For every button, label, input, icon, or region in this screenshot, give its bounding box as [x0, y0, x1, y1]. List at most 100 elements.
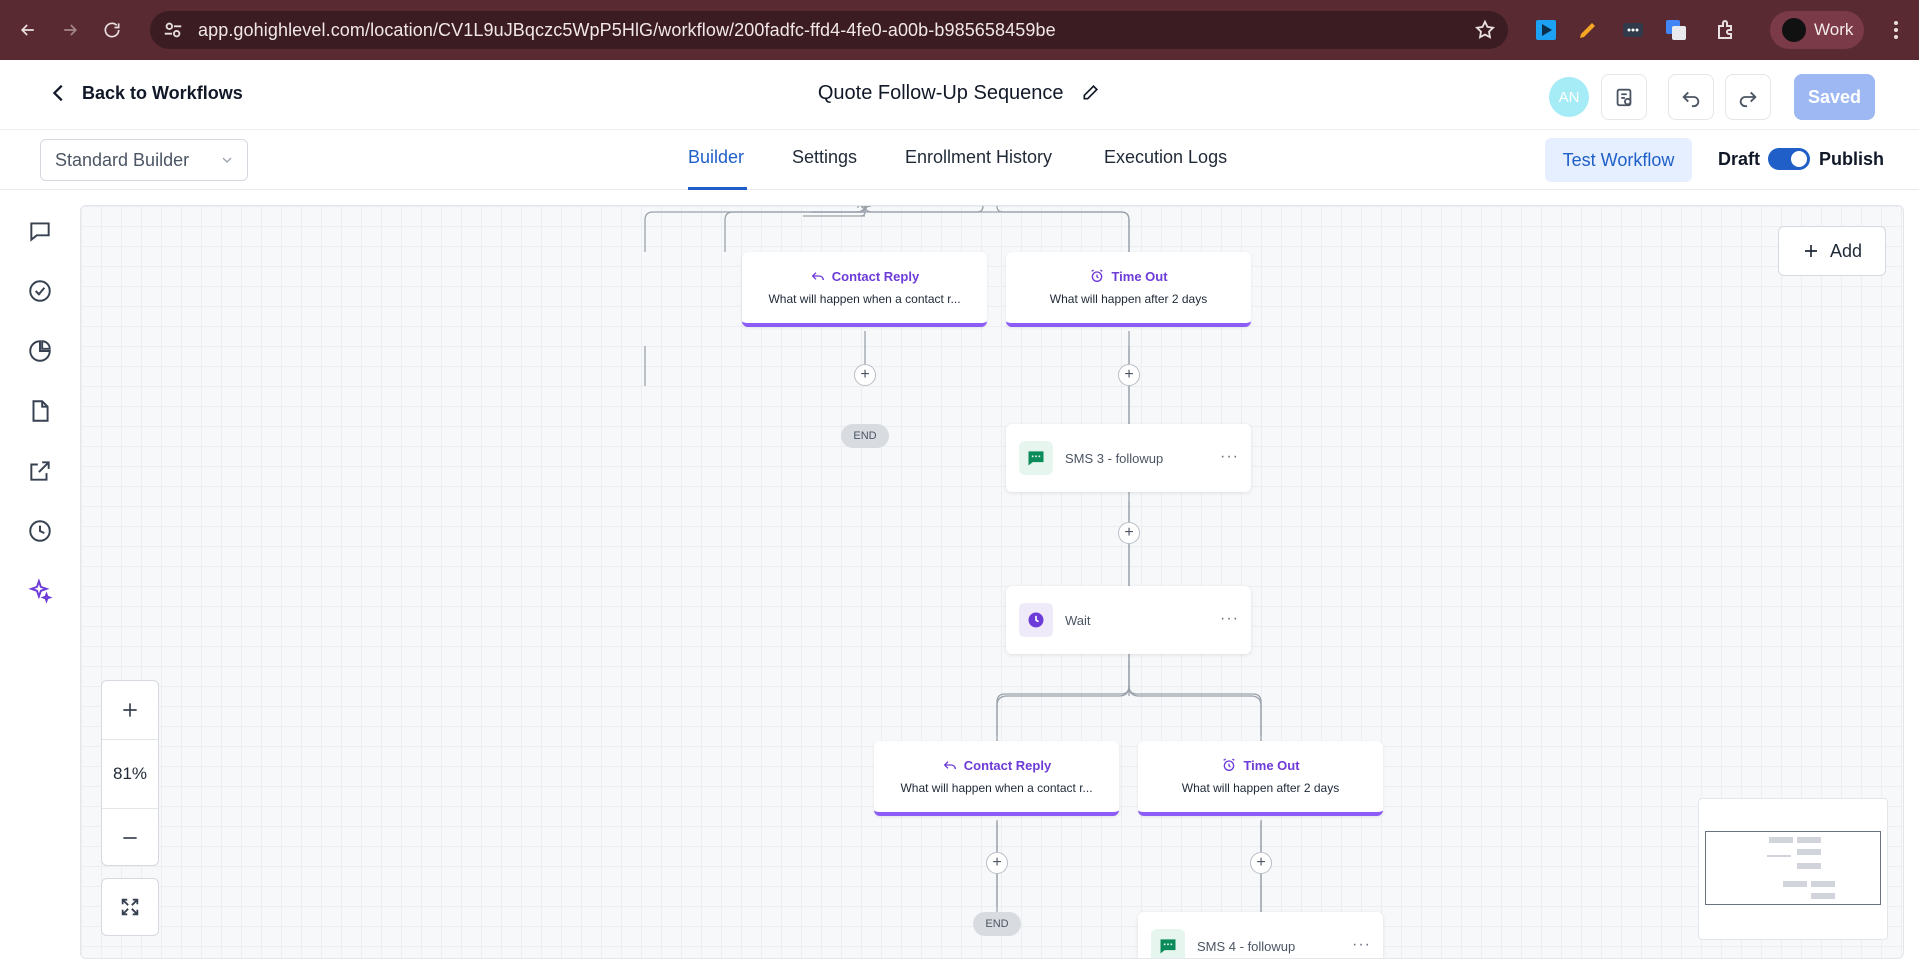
extension-translate-icon[interactable]	[1664, 18, 1688, 42]
builder-mode-value: Standard Builder	[55, 149, 190, 170]
plus-icon	[1804, 245, 1817, 257]
minimap-node	[1797, 863, 1821, 869]
address-bar[interactable]: app.gohighlevel.com/location/CV1L9uJBqcz…	[150, 11, 1508, 49]
clipboard-icon	[1616, 88, 1632, 107]
more-options-icon[interactable]: ···	[1352, 936, 1371, 953]
chevron-left-icon	[52, 84, 63, 102]
minimap-node	[1783, 881, 1807, 887]
action-label: Wait	[1065, 612, 1091, 628]
undo-icon	[1682, 91, 1700, 108]
toggle-knob	[1791, 151, 1807, 167]
minimap-node	[1769, 837, 1793, 843]
sparkles-ai-icon[interactable]	[27, 578, 53, 604]
add-label: Add	[1829, 240, 1863, 261]
edit-pencil-icon[interactable]	[1081, 82, 1101, 102]
add-button[interactable]: Add	[1778, 226, 1886, 276]
external-link-icon[interactable]	[27, 458, 53, 484]
more-options-icon[interactable]: ···	[1220, 448, 1239, 465]
branch-contact-reply[interactable]: Contact Reply What will happen when a co…	[874, 741, 1119, 816]
tab-settings[interactable]: Settings	[792, 147, 858, 167]
publish-label: Publish	[1819, 149, 1885, 169]
minimap-node	[1797, 849, 1821, 855]
minimap-viewport[interactable]	[1705, 831, 1881, 905]
branch-description: What will happen when a contact r...	[768, 292, 961, 306]
more-options-icon[interactable]: ···	[1220, 610, 1239, 627]
site-settings-icon[interactable]	[162, 19, 184, 41]
notes-button[interactable]	[1601, 74, 1647, 120]
expand-icon	[121, 898, 139, 916]
bookmark-star-icon[interactable]	[1474, 19, 1496, 41]
alarm-clock-icon	[1091, 269, 1104, 282]
branch-title: Time Out	[1006, 268, 1251, 284]
test-workflow-button[interactable]: Test Workflow	[1545, 138, 1692, 182]
redo-icon	[1739, 91, 1757, 108]
publish-toggle[interactable]	[1768, 148, 1810, 170]
minimap-node	[1797, 837, 1821, 843]
back-to-workflows-link[interactable]: Back to Workflows	[48, 82, 243, 104]
history-icon[interactable]	[27, 518, 53, 544]
add-step-button[interactable]: +	[1118, 364, 1140, 386]
branch-title: Contact Reply	[874, 757, 1119, 773]
branch-title-text: Time Out	[1243, 757, 1300, 773]
minimap-node	[1811, 881, 1835, 887]
add-step-button[interactable]: +	[1118, 522, 1140, 544]
plus-icon	[123, 703, 137, 717]
tab-execution-logs[interactable]: Execution Logs	[1104, 147, 1228, 167]
clock-icon	[1019, 603, 1053, 637]
undo-button[interactable]	[1668, 74, 1714, 120]
browser-menu-icon[interactable]	[1884, 18, 1908, 42]
branch-contact-reply[interactable]: Contact Reply What will happen when a co…	[742, 252, 987, 327]
profile-label: Work	[1814, 20, 1854, 39]
check-circle-icon[interactable]	[27, 278, 53, 304]
builder-toolbar: Standard Builder Builder Settings Enroll…	[0, 130, 1919, 190]
minus-icon	[123, 837, 137, 839]
back-arrow-icon[interactable]	[10, 12, 46, 48]
branch-time-out[interactable]: Time Out What will happen after 2 days	[1138, 741, 1383, 816]
sms-icon	[1019, 441, 1053, 475]
zoom-out-button[interactable]	[102, 809, 158, 867]
active-tab-indicator	[688, 187, 747, 190]
tab-enrollment-history[interactable]: Enrollment History	[905, 147, 1053, 167]
alarm-clock-icon	[1223, 758, 1236, 771]
forward-arrow-icon[interactable]	[52, 12, 88, 48]
extension-pencil-icon[interactable]	[1576, 18, 1600, 42]
action-wait[interactable]: Wait ···	[1006, 586, 1251, 654]
app-header: Back to Workflows Quote Follow-Up Sequen…	[0, 60, 1919, 130]
minimap-node	[1811, 893, 1835, 899]
extension-dots-icon[interactable]	[1621, 18, 1645, 42]
document-icon[interactable]	[27, 398, 53, 424]
chat-bubble-icon[interactable]	[27, 218, 53, 244]
workflow-title: Quote Follow-Up Sequence	[0, 82, 1919, 105]
add-step-button[interactable]: +	[1250, 852, 1272, 874]
tab-builder[interactable]: Builder	[688, 147, 745, 167]
add-step-button[interactable]: +	[986, 852, 1008, 874]
back-label: Back to Workflows	[82, 82, 243, 103]
builder-mode-select[interactable]: Standard Builder	[40, 139, 248, 181]
draft-label: Draft	[1718, 149, 1761, 169]
sms-icon	[1151, 929, 1185, 958]
branch-description: What will happen after 2 days	[1049, 292, 1208, 306]
chevron-down-icon	[222, 157, 232, 163]
fit-view-button[interactable]	[101, 878, 159, 936]
reload-icon[interactable]	[94, 12, 130, 48]
add-step-button[interactable]: +	[854, 364, 876, 386]
action-label: SMS 3 - followup	[1065, 450, 1164, 466]
branch-time-out[interactable]: Time Out What will happen after 2 days	[1006, 252, 1251, 327]
user-avatar[interactable]: AN	[1549, 77, 1589, 117]
branch-description: What will happen when a contact r...	[900, 781, 1093, 795]
action-sms-4[interactable]: SMS 4 - followup ···	[1138, 912, 1383, 958]
zoom-in-button[interactable]	[102, 681, 158, 739]
zoom-controls: 81%	[101, 680, 159, 866]
branch-title: Time Out	[1138, 757, 1383, 773]
minimap-node	[1767, 855, 1791, 857]
extensions-puzzle-icon[interactable]	[1714, 18, 1738, 42]
saved-button[interactable]: Saved	[1794, 74, 1875, 120]
url-text: app.gohighlevel.com/location/CV1L9uJBqcz…	[198, 19, 1056, 40]
minimap[interactable]	[1698, 798, 1888, 940]
redo-button[interactable]	[1725, 74, 1771, 120]
extension-cast-icon[interactable]	[1534, 18, 1558, 42]
action-sms-3[interactable]: SMS 3 - followup ···	[1006, 424, 1251, 492]
pie-chart-icon[interactable]	[27, 338, 53, 364]
profile-chip[interactable]: Work	[1770, 11, 1864, 49]
workflow-canvas[interactable]: Contact Reply What will happen when a co…	[80, 205, 1904, 959]
